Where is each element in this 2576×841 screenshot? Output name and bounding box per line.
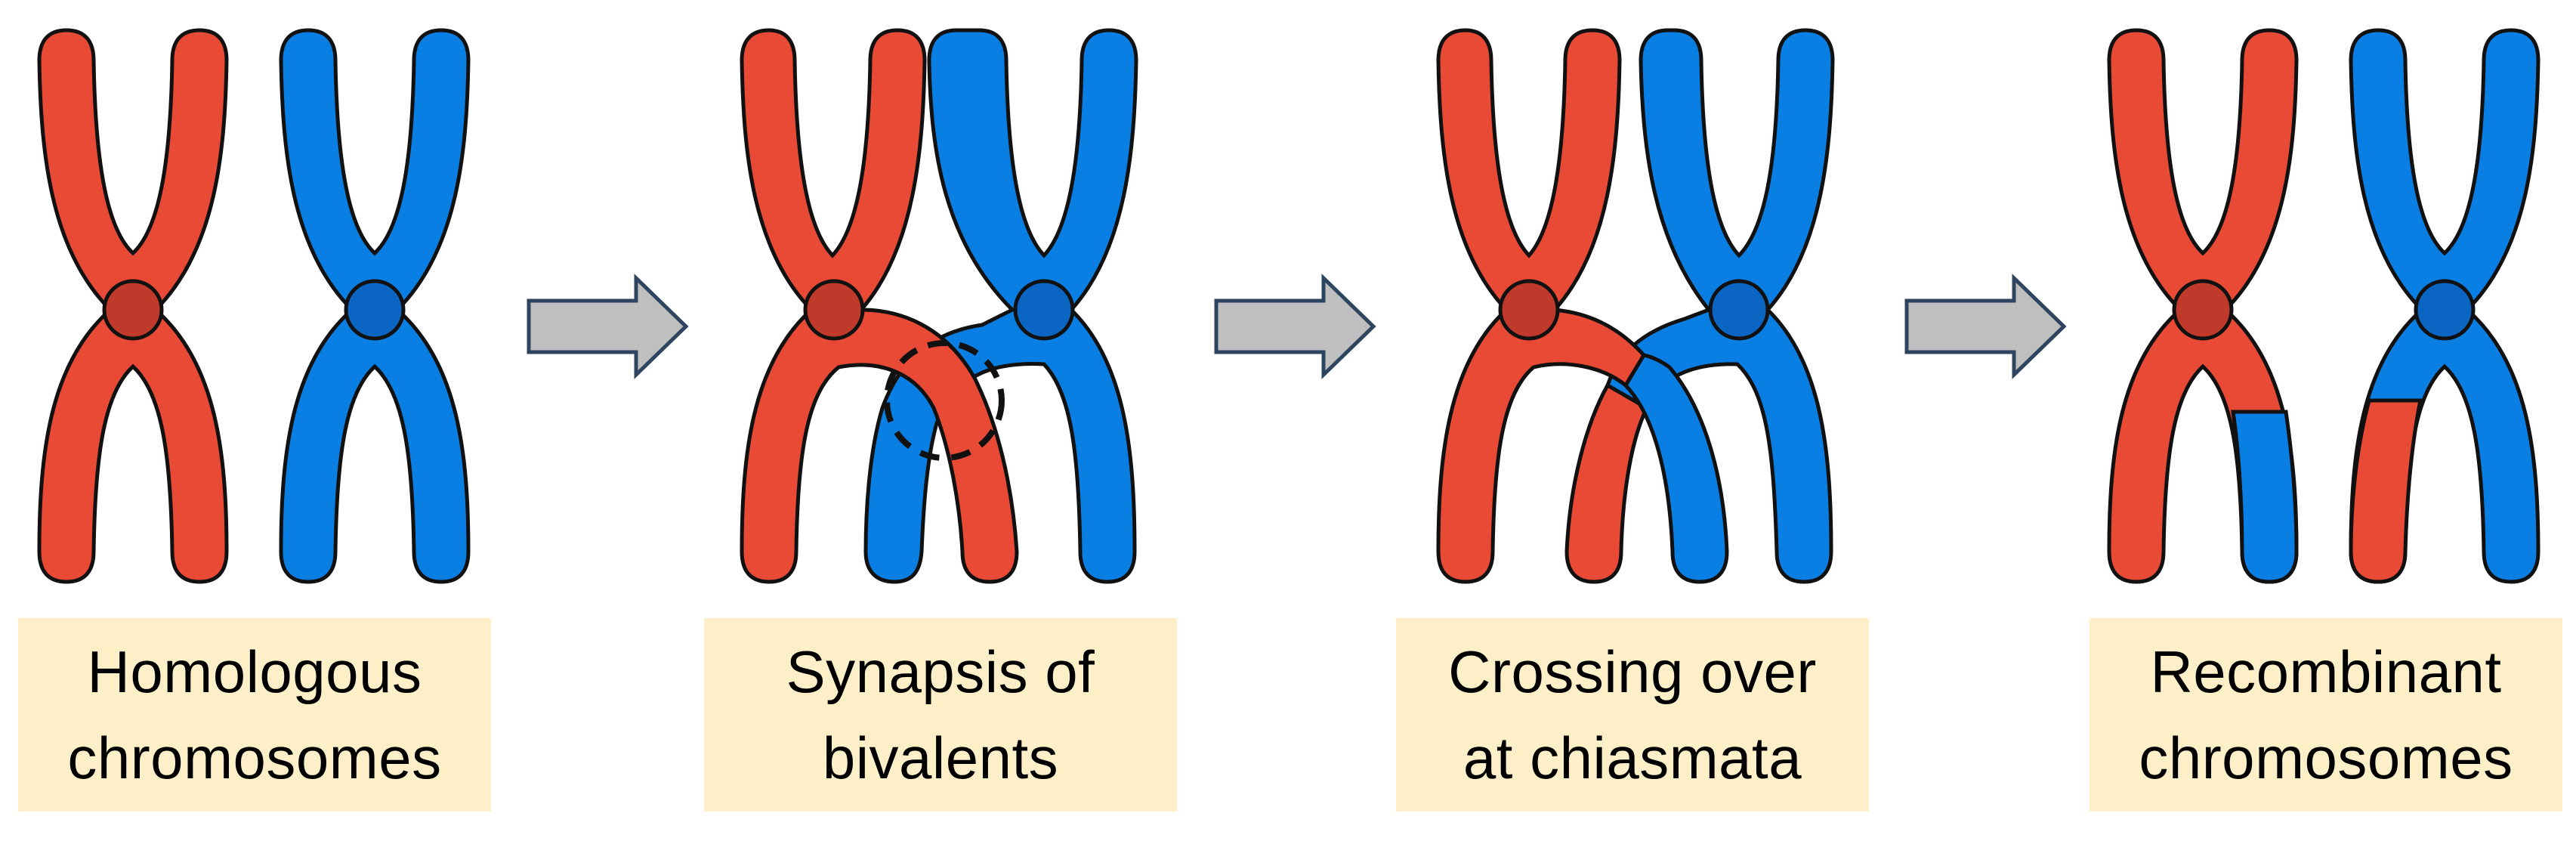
stage-label-line1: Homologous — [87, 638, 422, 705]
right-arrow-icon — [1214, 274, 1376, 379]
centromere — [2414, 279, 2476, 341]
centromere — [2172, 279, 2234, 341]
dashed-circle-icon — [884, 340, 1005, 461]
right-arrow-icon — [1904, 274, 2067, 379]
recombinant-paternal-chromosome — [2349, 28, 2540, 584]
stage-label-line1: Synapsis of — [786, 638, 1095, 705]
paternal-chromosome — [279, 28, 471, 584]
maternal-chromosome — [740, 28, 1019, 584]
stage-label-line2: at chiasmata — [1463, 725, 1802, 791]
stage-crossing-over — [1436, 28, 1835, 584]
centromere — [102, 279, 164, 341]
paternal-chromosome — [863, 28, 1138, 584]
centromere — [803, 279, 865, 341]
recombinant-maternal-chromosome — [2107, 28, 2299, 584]
stage-homologous — [37, 28, 471, 584]
stage-label-line2: chromosomes — [67, 725, 442, 791]
stage-synapsis — [740, 28, 1138, 584]
paternal-chromosome — [1564, 28, 1835, 584]
maternal-chromosome — [1436, 28, 1729, 584]
centromere — [1013, 279, 1075, 341]
stage-label-synapsis: Synapsis of bivalents — [704, 618, 1177, 812]
maternal-chromosome — [37, 28, 229, 584]
stage-label-recombinant: Recombinant chromosomes — [2090, 618, 2562, 812]
stage-label-line1: Recombinant — [2150, 638, 2502, 705]
centromere — [1708, 279, 1770, 341]
stage-label-homologous: Homologous chromosomes — [18, 618, 491, 812]
stage-recombinant — [2107, 28, 2540, 584]
centromere — [1498, 279, 1560, 341]
stage-label-line2: bivalents — [822, 725, 1059, 791]
stage-label-line1: Crossing over — [1448, 638, 1817, 705]
stage-label-crossing-over: Crossing over at chiasmata — [1396, 618, 1869, 812]
right-arrow-icon — [527, 274, 689, 379]
stage-label-line2: chromosomes — [2139, 725, 2513, 791]
centromere — [344, 279, 406, 341]
